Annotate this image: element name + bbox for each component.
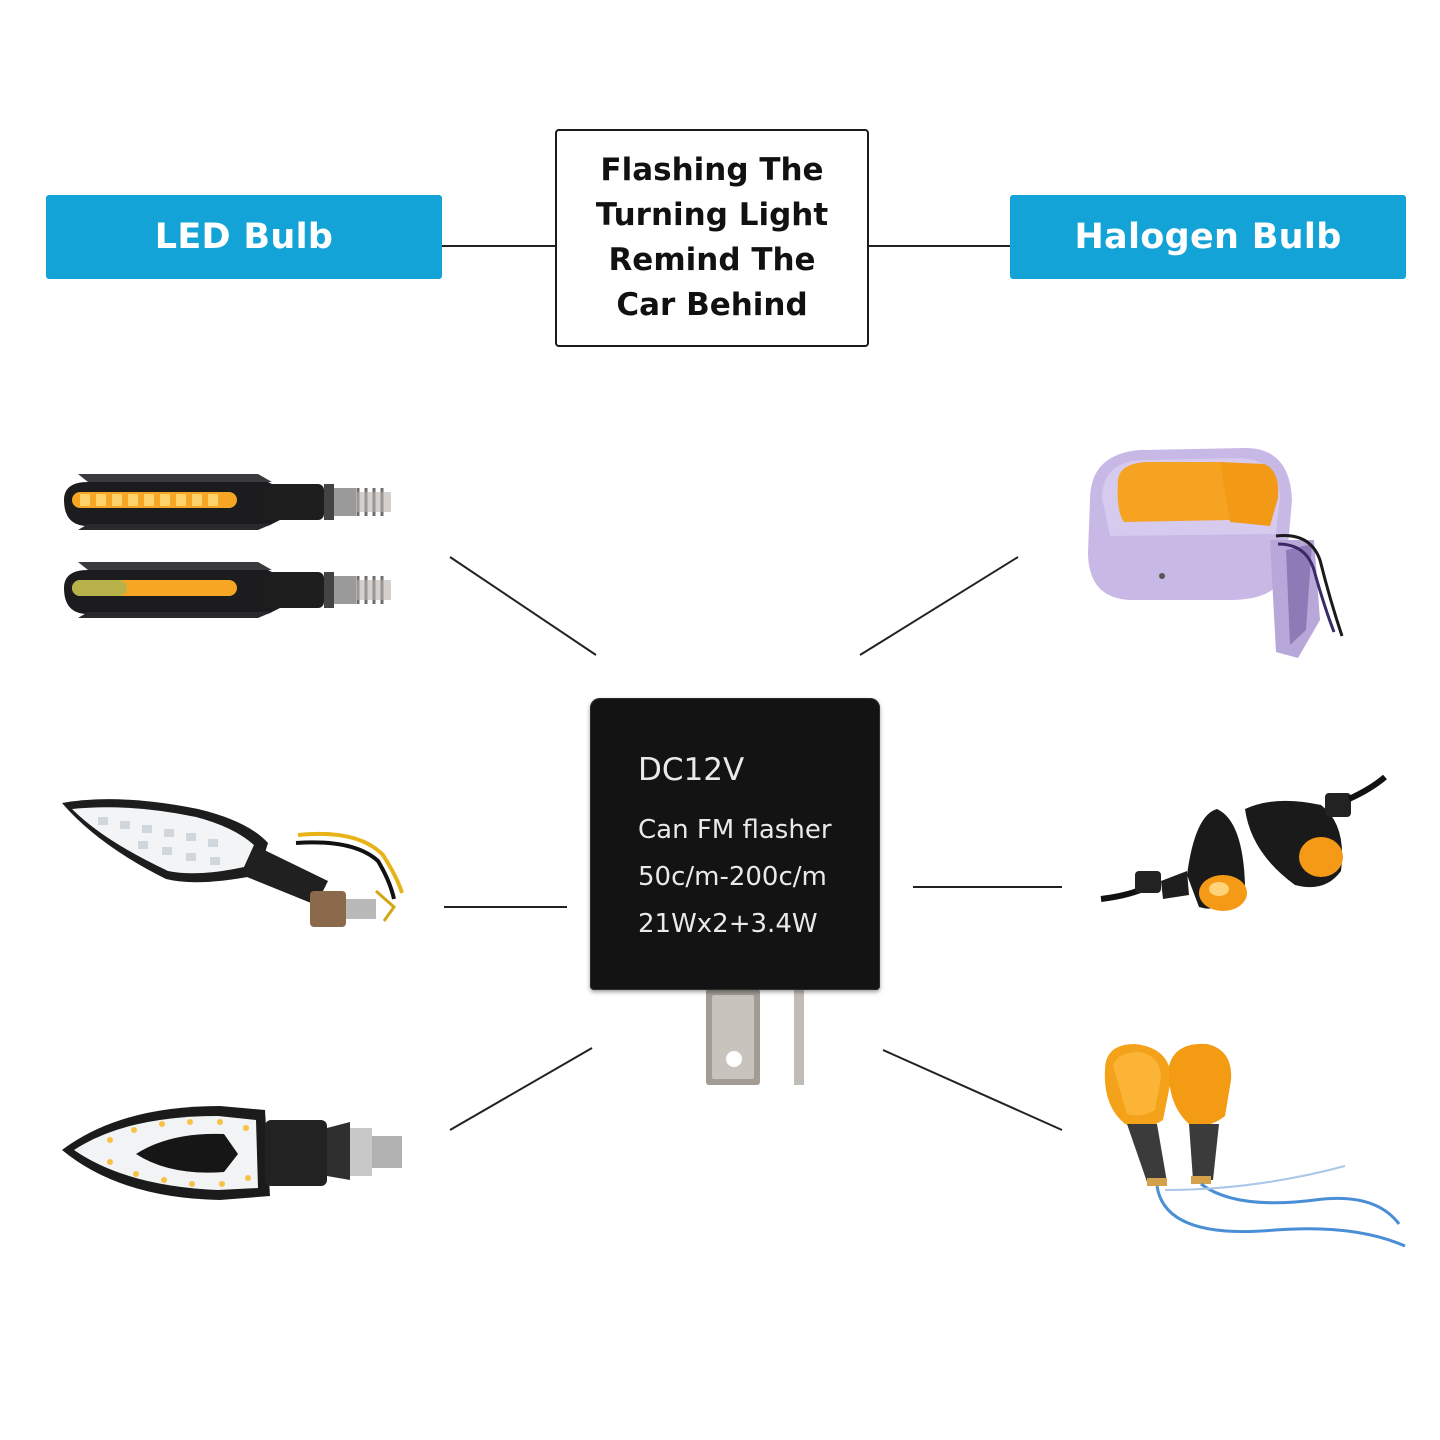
center-callout-line-1: Flashing The (600, 152, 824, 188)
flasher-voltage-label: DC12V (638, 752, 745, 788)
bullet-turn-signal-icon (1100, 775, 1387, 911)
center-callout-box: Flashing The Turning Light Remind The Ca… (555, 129, 869, 347)
connector-led-top (449, 556, 597, 656)
led-bulb-label: LED Bulb (46, 195, 442, 279)
connector-halogen-bottom (882, 1049, 1063, 1131)
led-arrow-lamp-icon (62, 799, 404, 927)
led-stick-lamp-icon (64, 474, 391, 618)
flasher-type-label: Can FM flasher (638, 815, 832, 845)
center-callout-line-4: Car Behind (616, 287, 808, 323)
flasher-rate-label: 50c/m-200c/m (638, 862, 827, 892)
amber-turn-signal-pair-icon (1104, 1043, 1406, 1248)
flasher-load-label: 21Wx2+3.4W (638, 909, 818, 939)
center-callout-line-2: Turning Light (595, 197, 829, 233)
center-callout-line-3: Remind The (608, 242, 816, 278)
connector-led-bottom (449, 1047, 593, 1131)
mirror-turn-signal-icon (1088, 448, 1344, 658)
flasher-relay-icon (706, 989, 804, 1085)
led-ring-lamp-icon (62, 1106, 402, 1200)
halogen-bulb-label: Halogen Bulb (1010, 195, 1406, 279)
connector-halogen-top (859, 556, 1019, 656)
flasher-relay-body: DC12V Can FM flasher 50c/m-200c/m 21Wx2+… (590, 698, 880, 990)
